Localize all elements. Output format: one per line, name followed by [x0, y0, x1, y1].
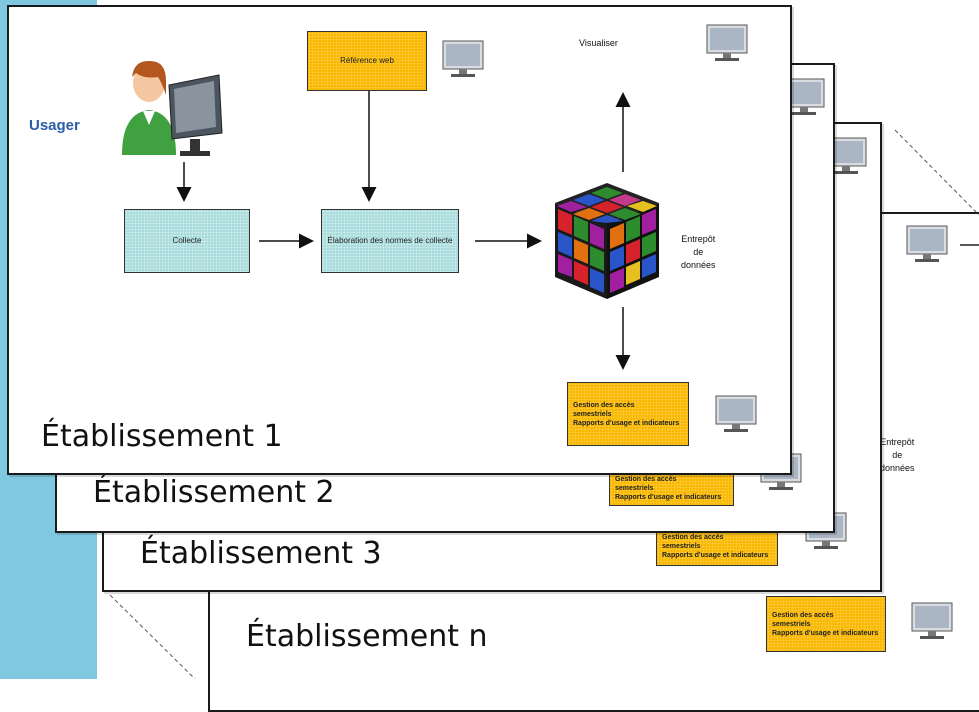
gestion-box-n: Gestion des accès semestriels Rapports d… — [766, 596, 886, 652]
monitor-icon — [715, 395, 757, 432]
elaboration-box: Élaboration des normes de collecte — [321, 209, 459, 273]
monitor-icon — [442, 40, 484, 77]
data-cube-icon — [555, 183, 659, 299]
collecte-box: Collecte — [124, 209, 250, 273]
visualiser-label: Visualiser — [579, 38, 618, 48]
monitor-icon — [825, 137, 867, 174]
sheet-title-3: Établissement 3 — [140, 536, 382, 571]
usager-label: Usager — [29, 117, 80, 134]
entrepot-label-n: Entrepôt de données — [880, 437, 915, 473]
monitor-icon — [906, 225, 948, 262]
gestion-box-2: Gestion des accès semestriels Rapports d… — [609, 470, 734, 506]
sheet-etablissement-1: Usager Référence web Visualiser Collecte… — [7, 5, 792, 475]
sheet-title-1: Établissement 1 — [41, 419, 283, 454]
reference-web-box: Référence web — [307, 31, 427, 91]
sheet-title-2: Établissement 2 — [93, 475, 335, 510]
monitor-icon — [911, 602, 953, 639]
user-avatar-icon — [122, 60, 223, 156]
entrepot-label: Entrepôt de données — [681, 234, 716, 270]
monitor-icon — [706, 24, 748, 61]
gestion-box: Gestion des accès semestriels Rapports d… — [567, 382, 689, 446]
sheet-title-n: Établissement n — [246, 619, 488, 654]
